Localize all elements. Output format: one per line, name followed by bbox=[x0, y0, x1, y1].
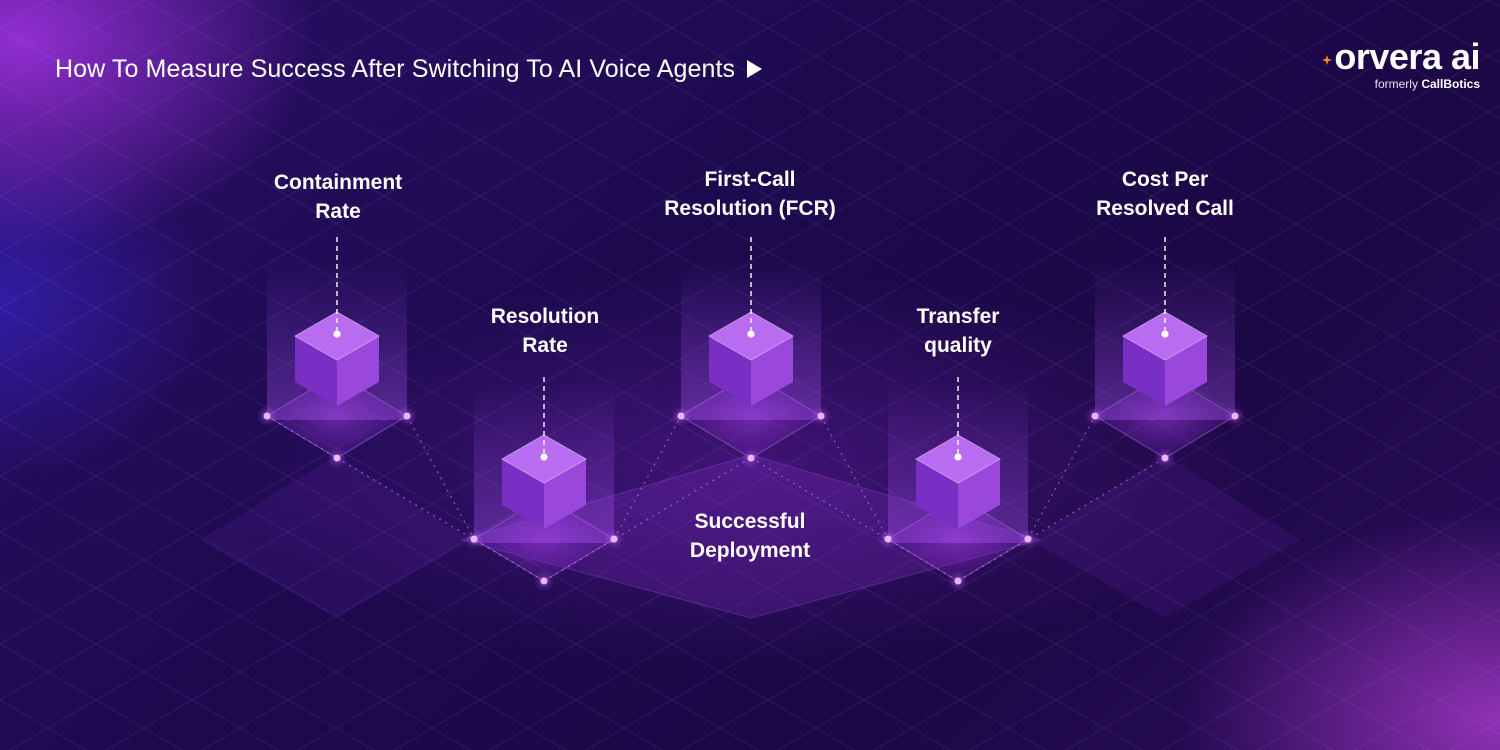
dot-1-0 bbox=[470, 535, 478, 543]
connector-line-2 bbox=[336, 457, 545, 582]
label-successful-deployment: Successful Deployment bbox=[689, 510, 811, 562]
dot-1-1 bbox=[610, 535, 618, 543]
dot-0-1 bbox=[403, 412, 411, 420]
connector-line-5 bbox=[820, 415, 889, 540]
play-icon[interactable] bbox=[747, 60, 763, 78]
connector-line-8 bbox=[957, 457, 1166, 582]
label-stems bbox=[333, 237, 1169, 461]
cube-left-face-3 bbox=[916, 459, 958, 529]
cube-left-face-1 bbox=[502, 459, 544, 529]
dot-0-0 bbox=[263, 412, 271, 420]
cube-right-face-1 bbox=[544, 459, 586, 529]
dot-3-0 bbox=[884, 535, 892, 543]
dot-2-0 bbox=[677, 412, 685, 420]
connector-dots bbox=[261, 410, 1241, 587]
label-transfer-quality: Transfer quality bbox=[916, 305, 1000, 357]
cube-left-face-2 bbox=[709, 336, 751, 406]
dot-4-2 bbox=[1161, 454, 1169, 462]
cube-top-outline-0 bbox=[293, 311, 381, 361]
dot-3-1 bbox=[1024, 535, 1032, 543]
connector-lines bbox=[266, 415, 1166, 582]
label-containment-rate: Containment Rate bbox=[273, 171, 403, 223]
dot-2-1 bbox=[817, 412, 825, 420]
brand-formerly: formerly CallBotics bbox=[1374, 77, 1480, 91]
connector-line-7 bbox=[1027, 415, 1096, 540]
cube-top-outline-4 bbox=[1121, 311, 1209, 361]
label-cost-per-resolved-call: Cost Per Resolved Call bbox=[1096, 168, 1234, 220]
dot-3-2 bbox=[954, 577, 962, 585]
connector-line-4 bbox=[543, 457, 752, 582]
stem-dot-4 bbox=[1161, 330, 1169, 338]
label-resolution-rate: Resolution Rate bbox=[490, 305, 600, 357]
brand-logo: orvera ai formerly CallBotics bbox=[1322, 38, 1480, 91]
dot-2-2 bbox=[747, 454, 755, 462]
stem-dot-3 bbox=[954, 453, 962, 461]
cube-right-face-0 bbox=[337, 336, 379, 406]
cube-top-outline-1 bbox=[500, 434, 588, 484]
floor-tile-left bbox=[200, 455, 470, 618]
stem-dot-0 bbox=[333, 330, 341, 338]
connector-line-3 bbox=[613, 415, 682, 540]
cube-right-face-2 bbox=[751, 336, 793, 406]
cube-top-outline-2 bbox=[707, 311, 795, 361]
header: How To Measure Success After Switching T… bbox=[55, 52, 763, 86]
stem-dot-2 bbox=[747, 330, 755, 338]
dot-1-2 bbox=[540, 577, 548, 585]
stem-dot-1 bbox=[540, 453, 548, 461]
cube-left-face-0 bbox=[295, 336, 337, 406]
dot-4-1 bbox=[1231, 412, 1239, 420]
label-first-call-resolution: First-Call Resolution (FCR) bbox=[664, 168, 836, 220]
cube-right-face-4 bbox=[1165, 336, 1207, 406]
connector-line-1 bbox=[406, 415, 475, 540]
dot-4-0 bbox=[1091, 412, 1099, 420]
floor-tile-right bbox=[1030, 455, 1300, 618]
dot-0-2 bbox=[333, 454, 341, 462]
spark-icon bbox=[1322, 55, 1333, 65]
cube-top-outline-3 bbox=[914, 434, 1002, 484]
page-title: How To Measure Success After Switching T… bbox=[55, 54, 736, 83]
brand-name: orvera ai bbox=[1322, 38, 1480, 76]
connector-line-6 bbox=[750, 457, 959, 582]
cube-left-face-4 bbox=[1123, 336, 1165, 406]
cube-right-face-3 bbox=[958, 459, 1000, 529]
